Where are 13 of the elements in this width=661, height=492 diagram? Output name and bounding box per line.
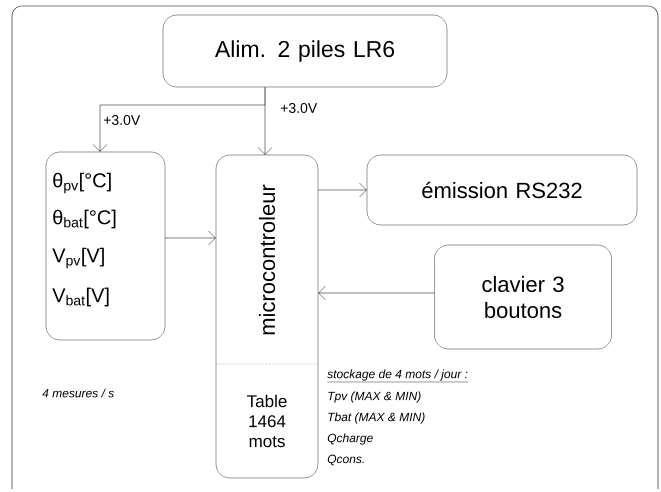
sensor-box: θ$_{pv}$[°C] θ$_{bat}$[°C] V$_{pv}$[V] V$_{bat}$[V] <box>46 152 166 340</box>
arrow <box>164 230 216 246</box>
rounded-box: clavier 3 boutons <box>434 244 612 350</box>
microcontroller-box: microcontroleur Table 1464 mots <box>216 154 318 478</box>
rounded-box: émission RS232 <box>366 154 638 226</box>
storage-note: stockage de 4 mots / jour : <box>327 369 468 382</box>
arrow <box>318 182 367 198</box>
arrow <box>318 286 435 300</box>
edge-label: +3.0V <box>104 115 140 125</box>
rounded-box: Alim. 2 piles LR6 <box>162 14 448 88</box>
edge-label: +3.0V <box>280 103 318 113</box>
arrow <box>258 86 272 155</box>
note: 4 mesures / s <box>42 388 114 398</box>
